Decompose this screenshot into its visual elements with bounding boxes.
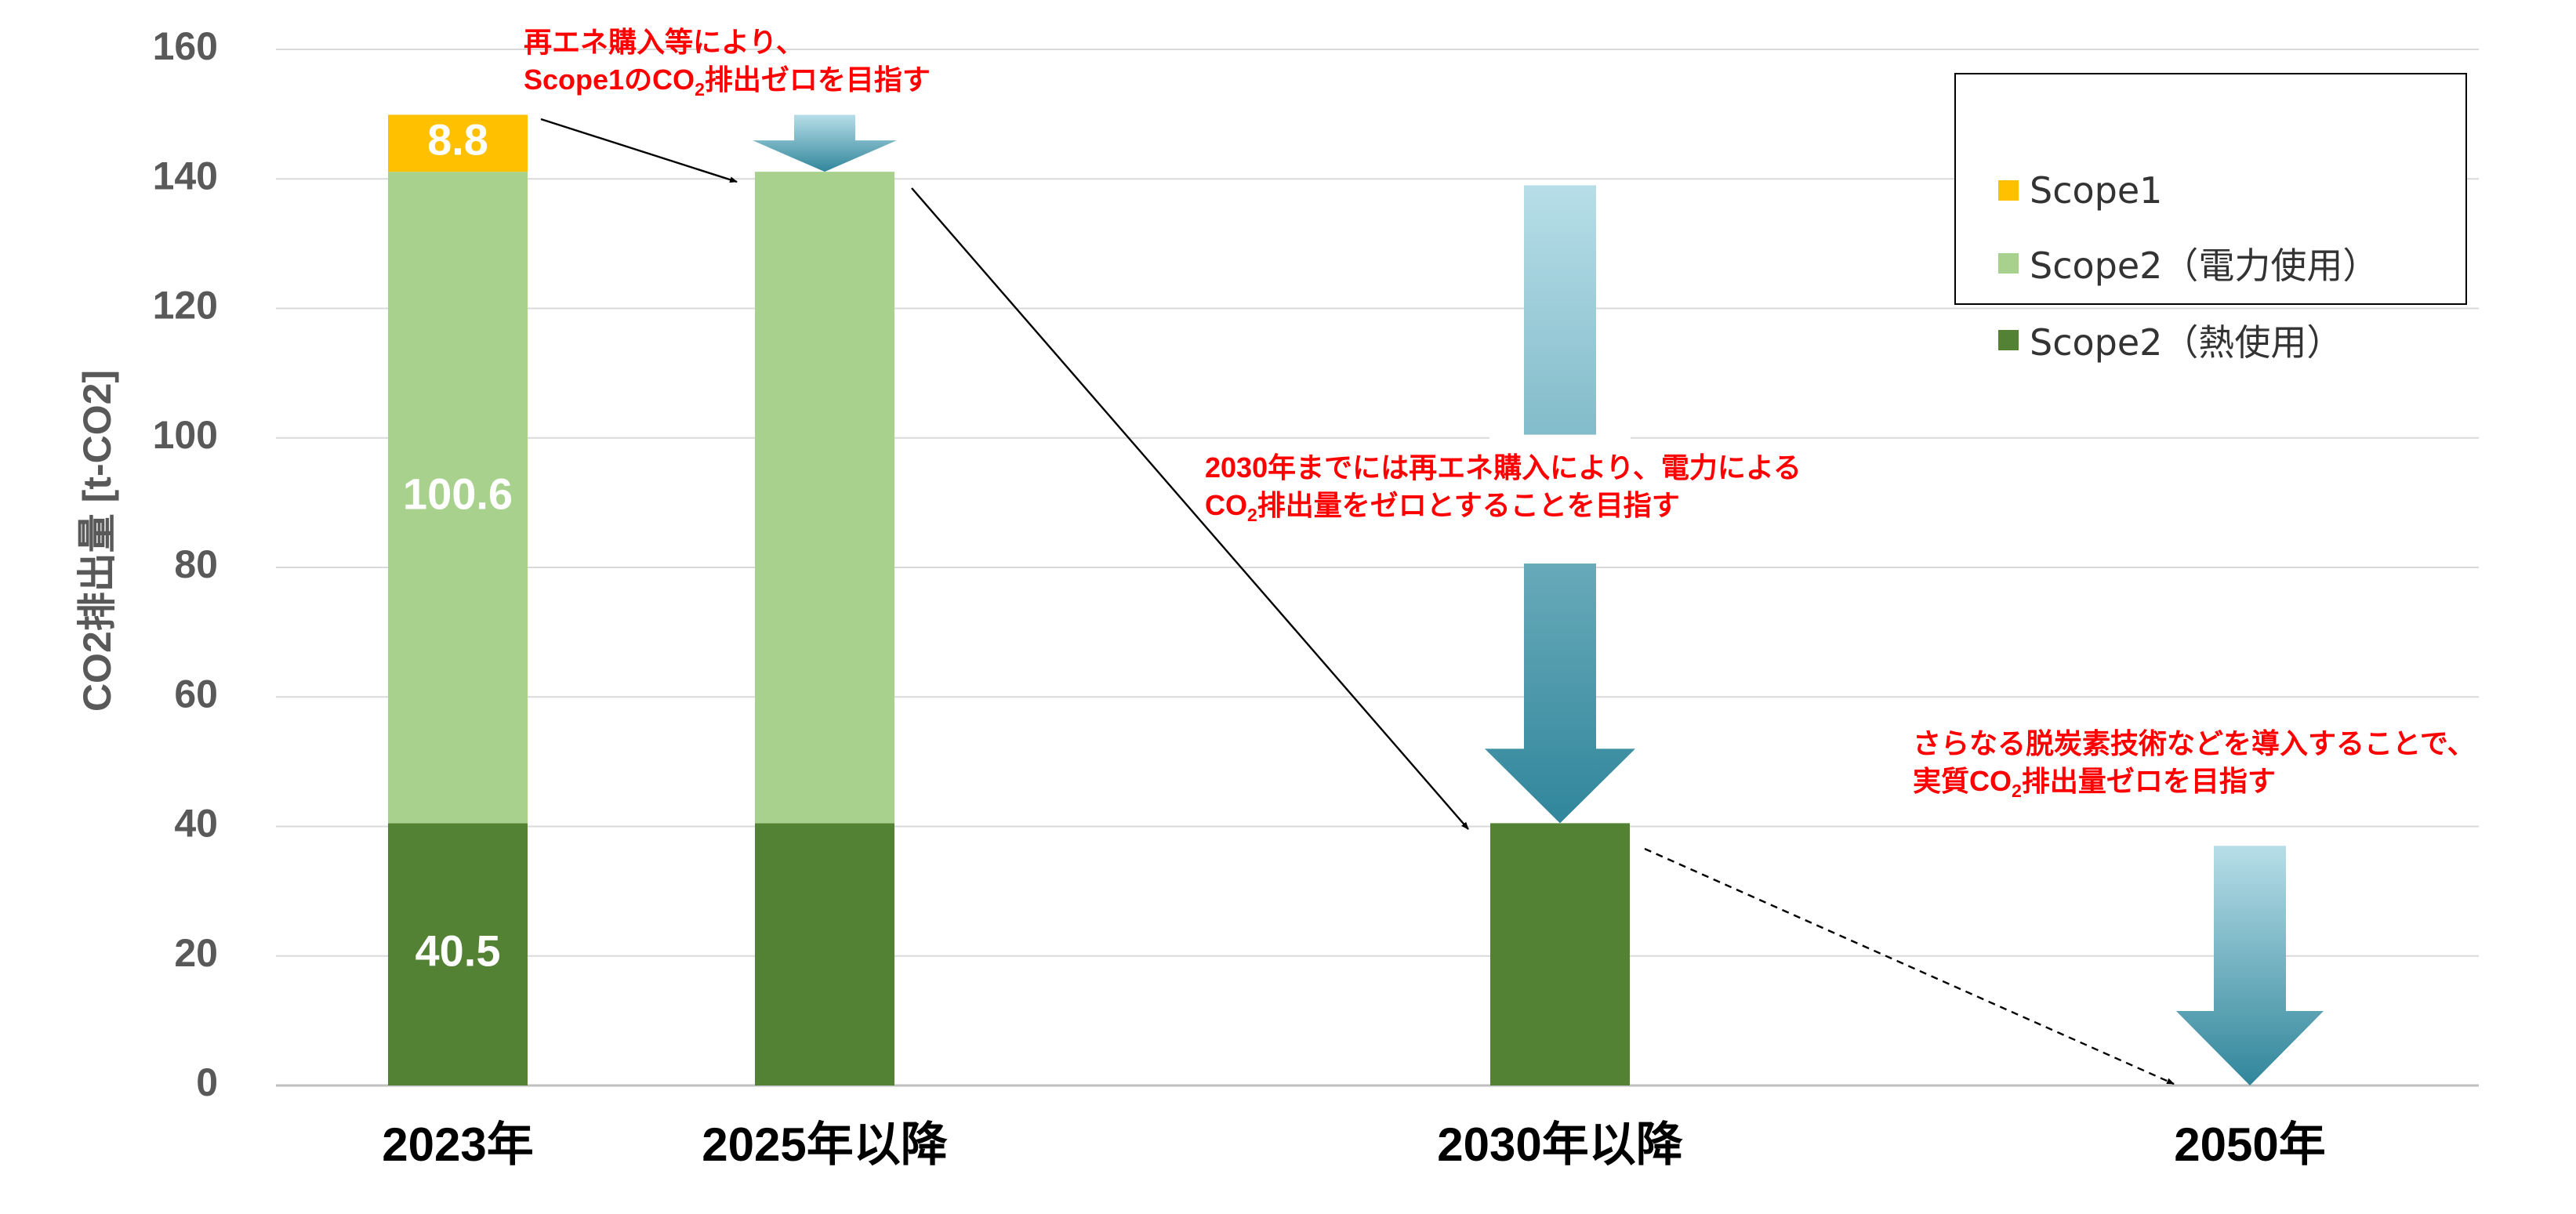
legend-label-scope2-electricity: Scope2（電力使用） [2030,245,2379,287]
legend-item-scope1: Scope1 [1998,167,2162,214]
annotation-net-zero-line2: 実質CO2排出量ゼロを目指す [1913,765,2276,801]
connector-layer [540,118,2175,1085]
annotation-scope1-zero-line1: 再エネ購入等により、 [524,26,804,58]
x-tick-label-0: 2023年 [382,1118,533,1171]
y-tick-label-80: 80 [174,542,218,586]
arrow-gap [1489,434,1631,564]
legend-label-scope1: Scope1 [2030,169,2163,212]
arrow-layer [753,114,2324,1085]
annotation-net-zero: さらなる脱炭素技術などを導入することで、 実質CO2排出量ゼロを目指す [1913,725,2475,800]
bar-segment-1-0 [755,823,894,1085]
reduction-arrow-0 [753,114,897,172]
connector-line-2 [911,187,1469,830]
annotation-net-zero-line1: さらなる脱炭素技術などを導入することで、 [1913,727,2476,759]
y-tick-label-60: 60 [174,672,218,716]
legend-swatch-scope1 [1998,180,2019,201]
connector-line-3 [1644,847,2175,1085]
legend-swatch-scope2-electricity [1998,253,2019,274]
annotation-electricity-zero: 2030年までには再エネ購入により、電力による CO2排出量をゼロとすることを目… [1205,449,1801,524]
bar-segment-0-1 [388,172,528,824]
legend-item-scope2-electricity: Scope2（電力使用） [1998,240,2378,287]
bar-segment-1-1 [755,172,894,824]
data-label-2: 8.8 [427,115,488,165]
y-tick-label-160: 160 [153,24,218,68]
y-tick-label-0: 0 [196,1060,218,1104]
chart-legend: Scope1 Scope2（電力使用） Scope2（熱使用） [1954,73,2467,364]
y-tick-label-40: 40 [174,802,218,846]
legend-swatch-scope2-heat [1998,330,2019,350]
annotation-electricity-zero-line1: 2030年までには再エネ購入により、電力による [1205,451,1801,484]
legend-item-scope2-heat: Scope2（熱使用） [1998,317,2342,364]
bar-segment-0-0 [388,823,528,1085]
data-label-1: 100.6 [403,469,513,519]
connector-line-1 [540,118,738,183]
annotation-scope1-zero: 再エネ購入等により、 Scope1のCO2排出ゼロを目指す [524,24,931,99]
data-label-0: 40.5 [415,926,501,975]
text-layer: 0 20 40 60 80 100 120 140 160 2023年 2025年以降 2030年以降… [153,24,2326,1171]
bar-segment-0-2 [388,114,528,172]
bar-segment-2-0 [1490,823,1630,1085]
annotation-electricity-zero-line2: CO2排出量をゼロとすることを目指す [1205,489,1680,525]
reduction-arrow-2 [2176,846,2324,1085]
bar-layer [388,114,1630,1085]
y-tick-label-140: 140 [153,154,218,198]
x-tick-label-1: 2025年以降 [702,1118,948,1171]
y-axis-title: CO2排出量 [t-CO2] [75,370,119,712]
legend-label-scope2-heat: Scope2（熱使用） [2030,321,2343,364]
annotation-scope1-zero-line2: Scope1のCO2排出ゼロを目指す [524,63,931,100]
y-tick-label-20: 20 [174,931,218,975]
grid-layer [276,49,2479,1087]
y-tick-label-100: 100 [153,413,218,457]
x-tick-label-3: 2050年 [2174,1118,2325,1171]
y-tick-label-120: 120 [153,284,218,328]
x-tick-label-2: 2030年以降 [1437,1118,1683,1171]
